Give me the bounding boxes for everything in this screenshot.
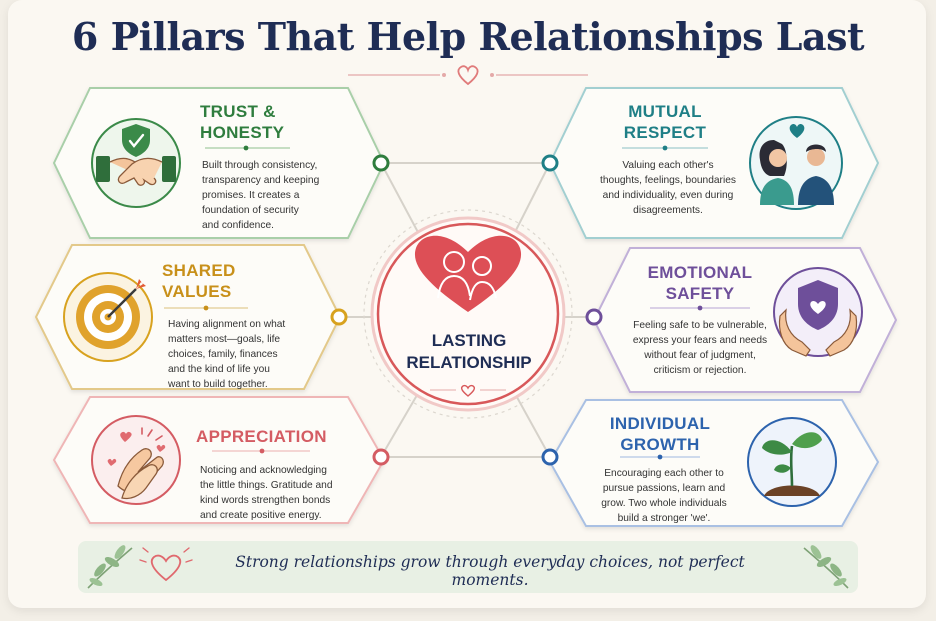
target-arrow-icon — [63, 272, 153, 362]
page-title: 6 Pillars That Help Relationships Last — [71, 14, 865, 59]
leaf-sprig-left-icon — [87, 545, 133, 589]
pillar-title-appreciation: APPRECIATION — [196, 427, 327, 446]
clapping-hands-icon — [91, 415, 181, 505]
connector-lines — [339, 162, 594, 458]
pillar-desc-trust: Built through consistency,transparency a… — [202, 160, 320, 231]
quote-text: Strong relationships grow through everyd… — [235, 553, 745, 589]
center-dashed-ring — [363, 209, 573, 419]
quote-banner — [78, 541, 858, 593]
connector-nodes — [330, 154, 603, 466]
heart-sparkle-icon — [139, 547, 193, 582]
heading-dividers — [164, 145, 750, 460]
couple-heart-icon — [749, 116, 843, 210]
center-hub — [370, 216, 566, 412]
handshake-shield-icon — [91, 118, 181, 208]
small-heart-icon — [460, 384, 476, 397]
leaf-sprig-right-icon — [803, 545, 849, 589]
pillar-title-trust: TRUST &HONESTY — [200, 102, 285, 142]
hands-shield-icon — [773, 267, 863, 357]
title-divider — [348, 65, 588, 86]
sprout-icon — [747, 417, 837, 507]
heart-couple-icon — [414, 235, 522, 312]
heart-icon — [457, 65, 479, 86]
pillar-desc-safety: Feeling safe to be vulnerable,express yo… — [632, 320, 768, 376]
